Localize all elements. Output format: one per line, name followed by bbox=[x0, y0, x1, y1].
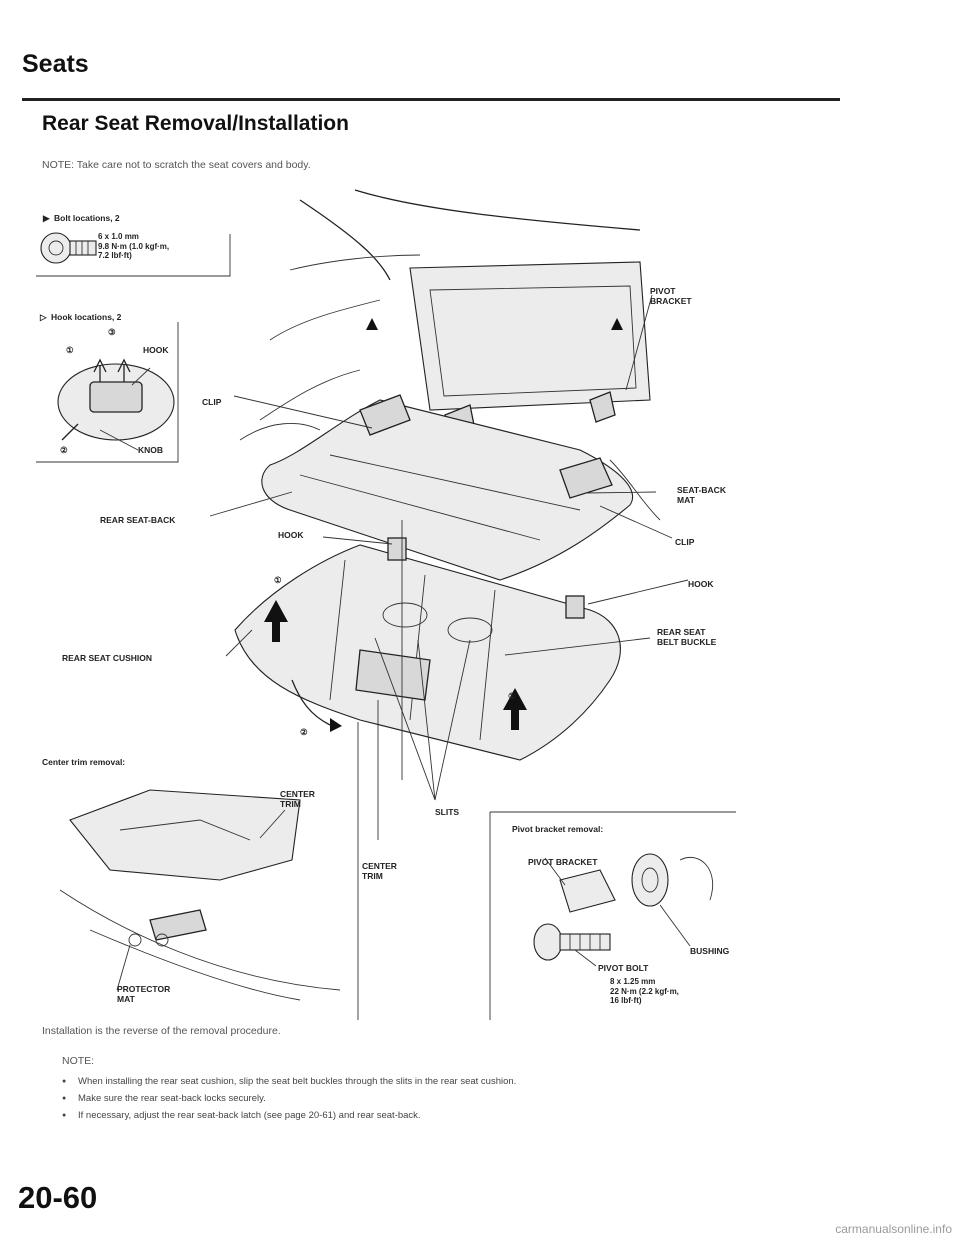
protector-mat-callout: PROTECTOR MAT bbox=[117, 984, 171, 1004]
cushion-step-2: ② bbox=[300, 727, 308, 737]
knob-label: KNOB bbox=[138, 445, 164, 455]
slits-callout: SLITS bbox=[435, 807, 460, 817]
rear-seat-back-callout: REAR SEAT-BACK bbox=[100, 515, 176, 525]
pivot-bracket-callout: PIVOT BRACKET bbox=[650, 286, 692, 306]
hook-step-3: ③ bbox=[108, 327, 116, 337]
center-trim-removal-title: Center trim removal: bbox=[42, 757, 126, 767]
pivot-bracket-frame bbox=[489, 811, 736, 1020]
rear-seat-cushion-callout: REAR SEAT CUSHION bbox=[62, 653, 153, 663]
rear-seat-belt-buckle-callout: REAR SEAT BELT BUCKLE bbox=[657, 627, 717, 647]
section-title: Seats bbox=[22, 50, 89, 78]
hook-legend-frame bbox=[36, 322, 179, 463]
inset-pivot-bracket-callout: PIVOT BRACKET bbox=[528, 857, 598, 867]
cushion-step-1-right: ① bbox=[508, 691, 516, 701]
note-item: If necessary, adjust the rear seat-back … bbox=[62, 1107, 516, 1124]
pivot-bracket-removal-title: Pivot bracket removal: bbox=[512, 824, 604, 834]
cushion-step-1: ① bbox=[274, 575, 282, 585]
footer-watermark: carmanualsonline.info bbox=[835, 1222, 952, 1236]
hook-legend: ▷ Hook locations, 2 bbox=[40, 307, 121, 325]
inset-center-trim-callout: CENTER TRIM bbox=[280, 789, 315, 809]
hook-legend-label: Hook locations, 2 bbox=[51, 312, 122, 322]
pivot-bracket-detail-drawing bbox=[533, 853, 714, 967]
hook-step-2: ② bbox=[60, 445, 68, 455]
hook-step-1: ① bbox=[66, 345, 74, 355]
notes-list: When installing the rear seat cushion, s… bbox=[62, 1073, 516, 1124]
hook-callout-right: HOOK bbox=[688, 579, 714, 589]
top-note: NOTE: Take care not to scratch the seat … bbox=[42, 159, 311, 171]
bolt-spec: 6 x 1.0 mm 9.8 N·m (1.0 kgf·m, 7.2 lbf·f… bbox=[98, 232, 170, 261]
clip-callout-right: CLIP bbox=[675, 537, 695, 547]
pivot-bolt-callout: PIVOT BOLT bbox=[598, 963, 649, 973]
note-item: When installing the rear seat cushion, s… bbox=[62, 1073, 516, 1090]
hook-callout-left: HOOK bbox=[278, 530, 304, 540]
header-rule bbox=[22, 98, 840, 101]
rear-seat-back-drawing bbox=[261, 394, 634, 581]
pivot-bolt-spec: 8 x 1.25 mm 22 N·m (2.2 kgf·m, 16 lbf·ft… bbox=[610, 977, 679, 1006]
bolt-legend-label: Bolt locations, 2 bbox=[54, 213, 120, 223]
notes-title: NOTE: bbox=[62, 1055, 95, 1067]
hook-marker-icon: ▷ bbox=[40, 312, 47, 322]
hook-detail-label: HOOK bbox=[143, 345, 169, 355]
direction-arrows bbox=[264, 318, 623, 732]
page-number: 20-60 bbox=[18, 1180, 98, 1215]
clip-callout-left: CLIP bbox=[202, 397, 222, 407]
note-item: Make sure the rear seat-back locks secur… bbox=[62, 1090, 516, 1107]
center-trim-callout: CENTER TRIM bbox=[362, 861, 397, 881]
seat-back-panel bbox=[409, 261, 651, 441]
rear-seat-cushion-drawing bbox=[234, 537, 621, 761]
hook-detail-drawing bbox=[57, 358, 175, 451]
bolt-marker-icon: ▶ bbox=[43, 213, 50, 223]
center-trim-detail-drawing bbox=[59, 789, 341, 1001]
seat-back-mat-callout: SEAT-BACK MAT bbox=[677, 485, 726, 505]
bolt-icon bbox=[40, 232, 97, 264]
installation-instruction: Installation is the reverse of the remov… bbox=[42, 1025, 281, 1037]
bushing-callout: BUSHING bbox=[690, 946, 730, 956]
leader-lines bbox=[209, 294, 689, 840]
page-heading: Rear Seat Removal/Installation bbox=[42, 112, 349, 135]
bolt-legend: ▶ Bolt locations, 2 bbox=[43, 208, 120, 226]
bolt-legend-frame bbox=[36, 234, 231, 277]
